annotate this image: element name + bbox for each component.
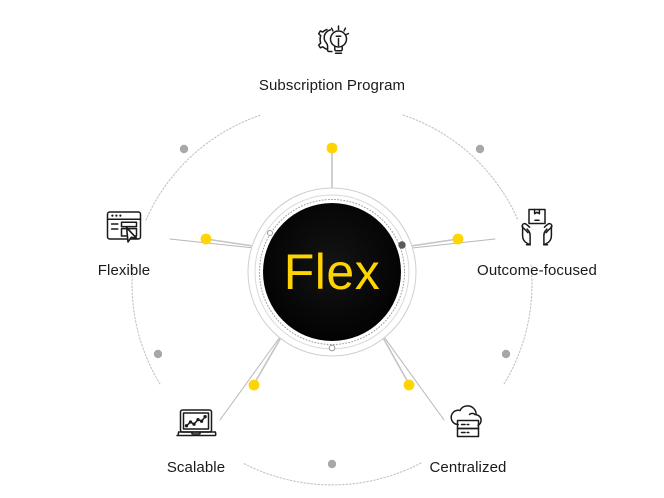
outer-arc-bottomleft-left bbox=[131, 264, 161, 385]
marker-lower-right-icon bbox=[501, 349, 511, 359]
outer-arc-group bbox=[131, 114, 533, 486]
node-label-subscription-program: Subscription Program bbox=[258, 77, 406, 94]
node-centralized[interactable]: Centralized bbox=[368, 396, 568, 476]
node-scalable[interactable]: Scalable bbox=[96, 396, 296, 476]
spoke-line-bottom-right bbox=[378, 329, 445, 421]
spoke-line-left bbox=[169, 238, 255, 249]
hands-holding-box-icon bbox=[509, 199, 565, 255]
hub-ring-notches bbox=[267, 230, 406, 352]
outer-arc-right-bottomright bbox=[503, 264, 533, 385]
node-label-flexible: Flexible bbox=[97, 262, 151, 279]
node-label-outcome-focused: Outcome-focused bbox=[477, 262, 597, 279]
outer-arc-bottom bbox=[242, 462, 422, 486]
lightbulb-gear-head-icon bbox=[304, 14, 360, 70]
cloud-server-icon bbox=[440, 396, 496, 452]
accent-dot-bottom-right bbox=[403, 379, 415, 391]
marker-upper-right-icon bbox=[475, 144, 485, 154]
outer-arc-left-top bbox=[145, 114, 262, 221]
accent-dots bbox=[200, 142, 464, 391]
node-label-centralized: Centralized bbox=[429, 459, 507, 476]
hub-core bbox=[263, 203, 401, 341]
node-subscription-program[interactable]: Subscription Program bbox=[232, 14, 432, 94]
accent-dot-bottom-left bbox=[248, 379, 260, 391]
spoke-line-right bbox=[411, 238, 496, 249]
spoke-line-bottom-left bbox=[219, 329, 286, 421]
outer-arc-markers bbox=[153, 144, 511, 469]
marker-bottom-icon bbox=[327, 459, 337, 469]
hub-notch-bottom bbox=[328, 344, 336, 352]
hub-tick-ring bbox=[259, 199, 405, 345]
accent-dot-right bbox=[452, 233, 464, 245]
accent-dot-left bbox=[200, 233, 212, 245]
node-flexible[interactable]: Flexible bbox=[24, 199, 224, 279]
hub-notch-left bbox=[267, 230, 273, 236]
accent-dot-top bbox=[326, 142, 338, 154]
stub-right bbox=[410, 238, 459, 247]
marker-upper-left-icon bbox=[179, 144, 189, 154]
browser-window-cursor-icon bbox=[96, 199, 152, 255]
hub-notch-right bbox=[398, 241, 406, 249]
hub-label: Flex bbox=[283, 244, 381, 300]
node-outcome-focused[interactable]: Outcome-focused bbox=[437, 199, 637, 279]
stub-left bbox=[205, 238, 254, 247]
outer-arc-top-right bbox=[402, 114, 519, 221]
laptop-chart-icon bbox=[168, 396, 224, 452]
node-label-scalable: Scalable bbox=[166, 459, 226, 476]
marker-lower-left-icon bbox=[153, 349, 163, 359]
